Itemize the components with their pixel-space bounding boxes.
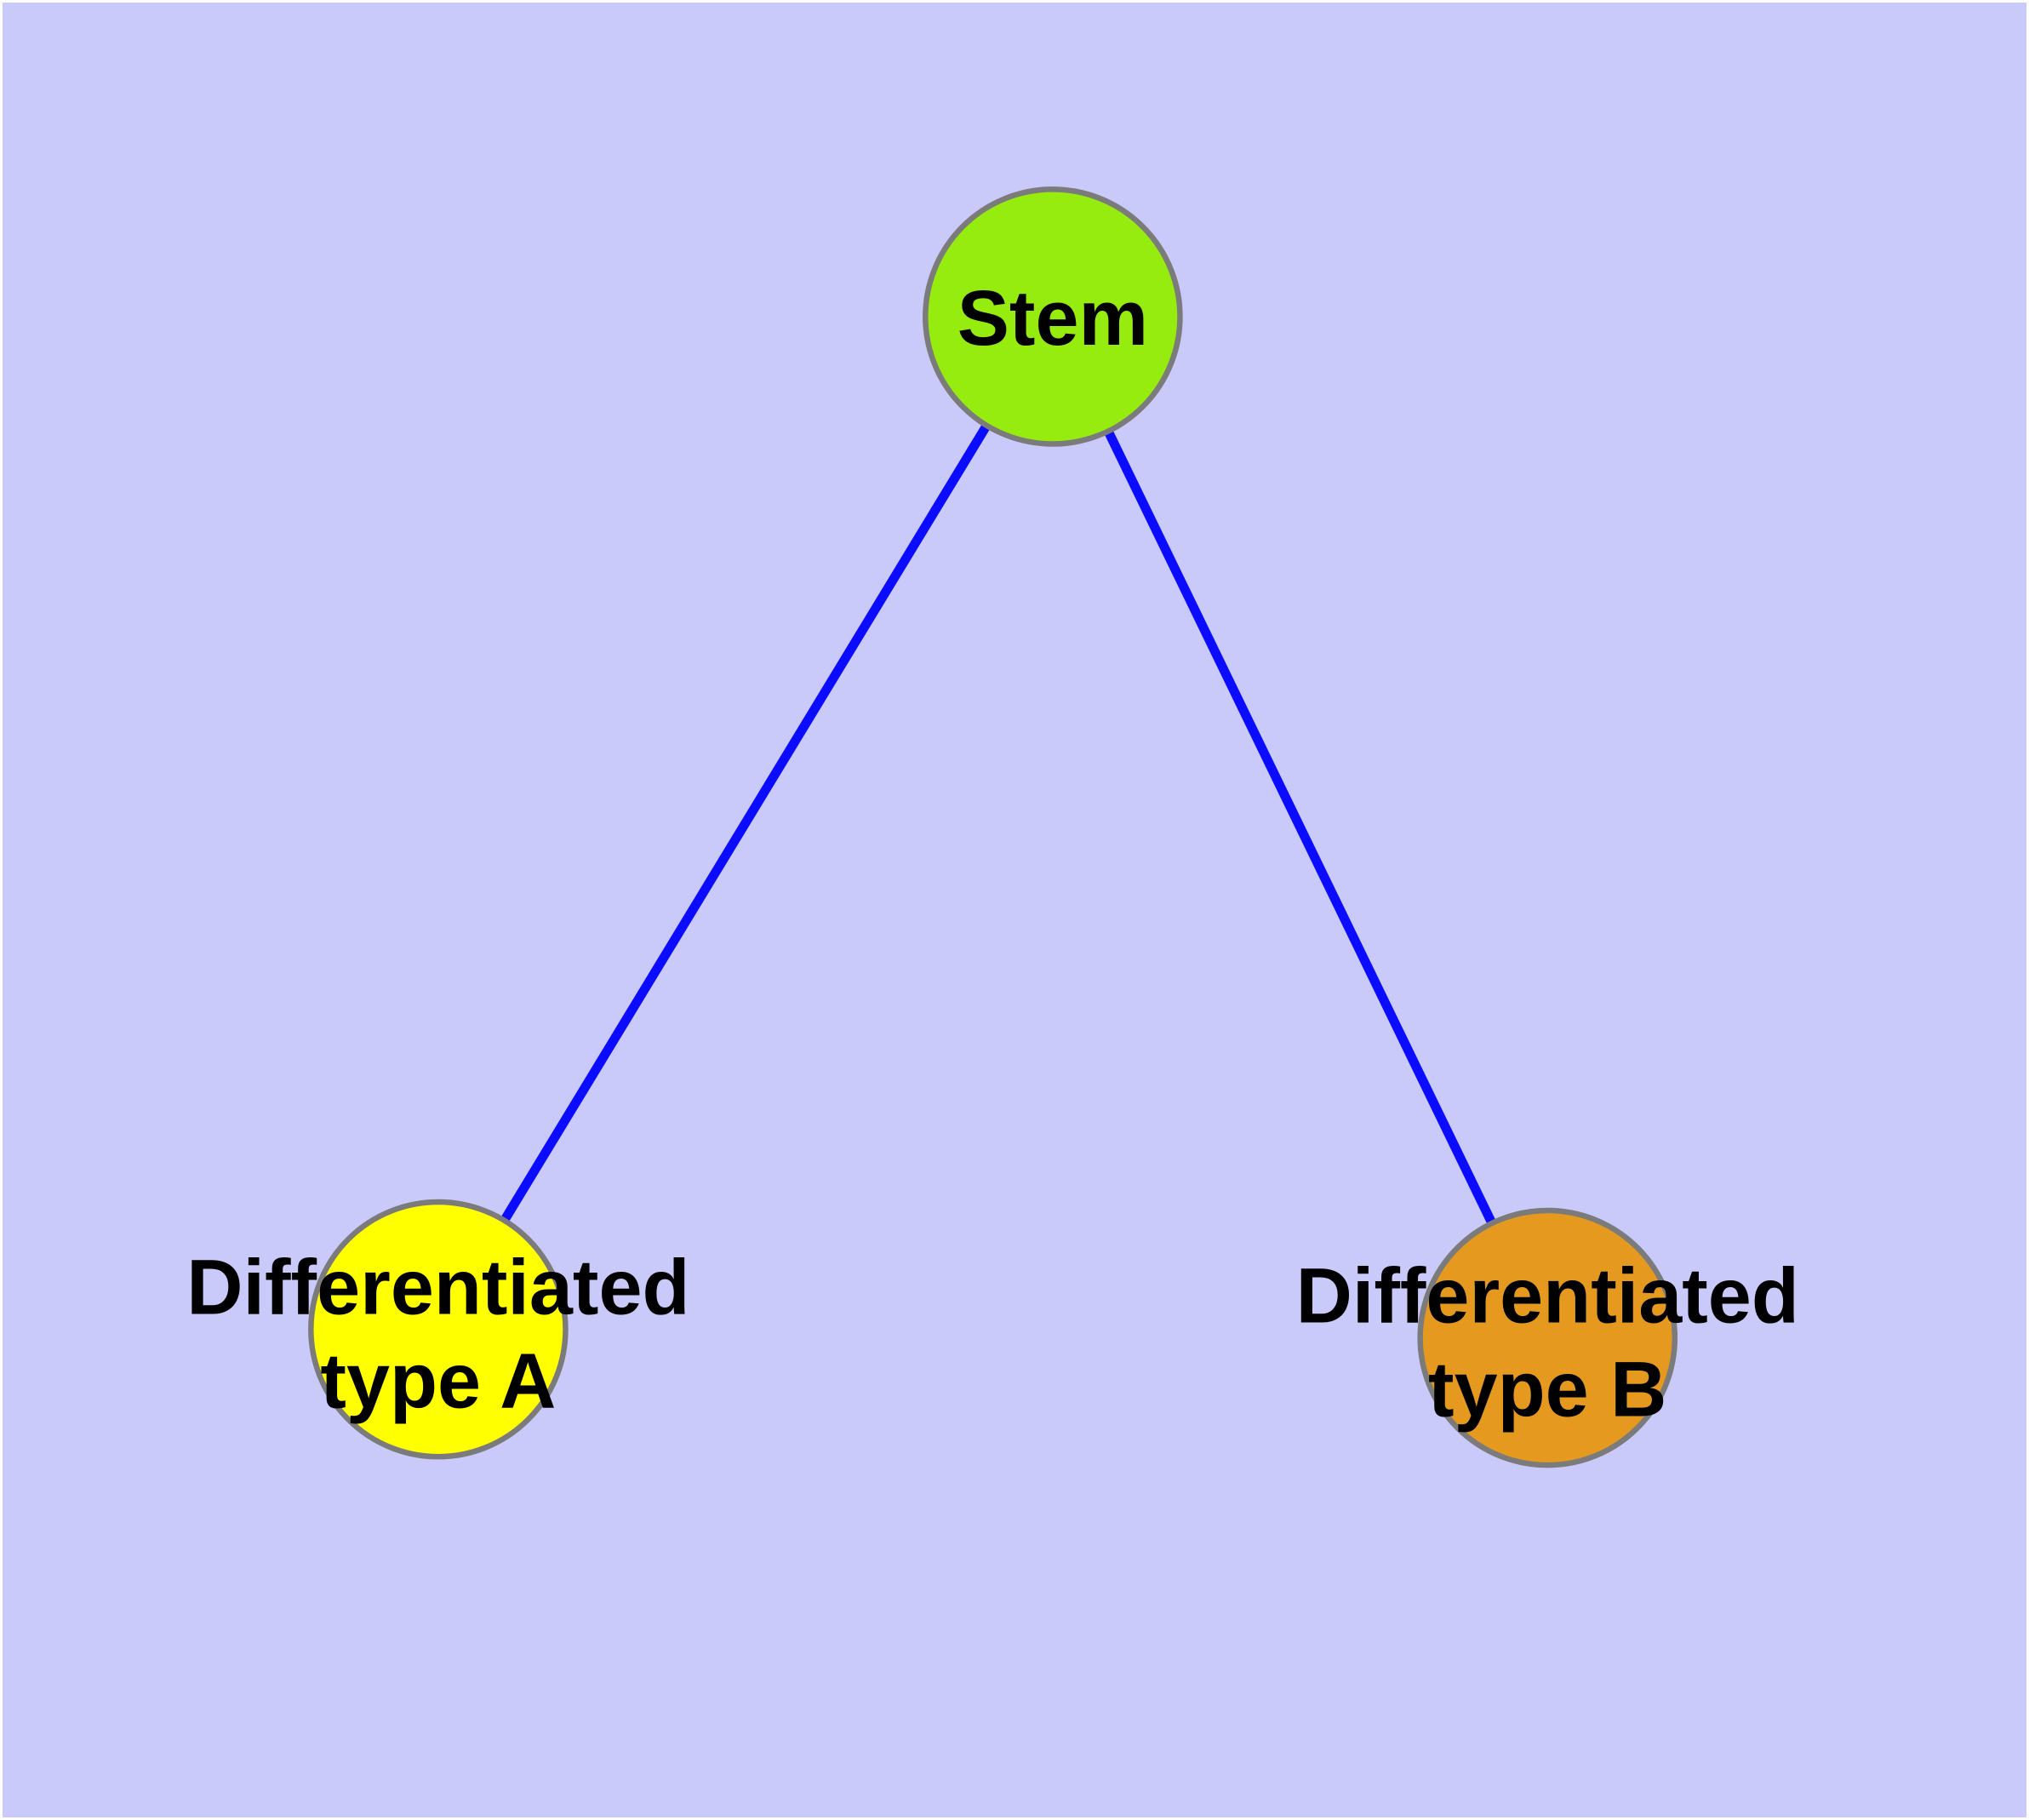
plot-background: Stem Differentiated type A Differentiate… xyxy=(3,3,2026,1817)
type-b-node-circle xyxy=(1417,1207,1678,1468)
node-differentiated-type-a: Differentiated type A xyxy=(186,1199,690,1460)
type-b-node-label-line2: type B xyxy=(1428,1346,1666,1433)
cell-differentiation-graph: Stem Differentiated type A Differentiate… xyxy=(186,186,1799,1468)
type-a-node-label-line2: type A xyxy=(320,1337,556,1424)
edge-stem-to-type-b xyxy=(1048,314,1552,1340)
type-b-node-label-line1: Differentiated xyxy=(1296,1253,1799,1340)
node-differentiated-type-b: Differentiated type B xyxy=(1296,1207,1799,1468)
stem-node-label: Stem xyxy=(957,275,1148,362)
type-a-node-circle xyxy=(308,1199,569,1460)
stem-node-circle xyxy=(923,186,1183,447)
type-a-node-label-line1: Differentiated xyxy=(186,1245,689,1331)
node-stem: Stem xyxy=(923,186,1183,447)
edge-group xyxy=(434,314,1552,1340)
edge-stem-to-type-a xyxy=(434,314,1057,1332)
